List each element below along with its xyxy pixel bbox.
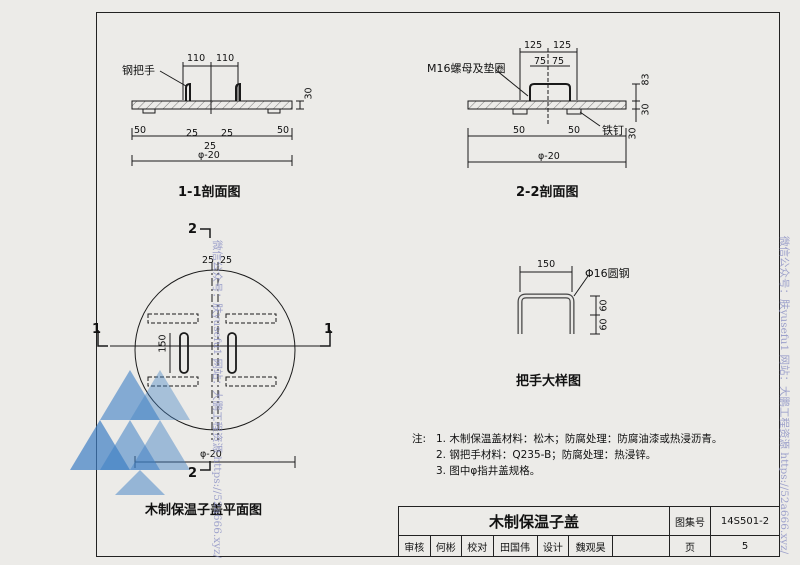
watermark-logo bbox=[70, 370, 190, 495]
handle-detail-title: 把手大样图 bbox=[516, 374, 582, 389]
plan-mark-1-left: 1 bbox=[92, 322, 102, 337]
notes-prefix: 注: bbox=[412, 433, 427, 445]
nail-label: 铁钉 bbox=[602, 124, 624, 137]
section-2-2-drawing bbox=[467, 48, 640, 168]
dim-gap-center: 25 bbox=[204, 141, 217, 152]
handle-label: 钢把手 bbox=[122, 64, 155, 77]
plan-dim-150: 150 bbox=[157, 334, 169, 353]
dim-2-thickness: 30 bbox=[640, 103, 652, 116]
rod-label: Φ16圆钢 bbox=[585, 267, 630, 280]
dim-2-top-left: 125 bbox=[524, 40, 543, 51]
atlas-label: 图集号 bbox=[669, 506, 711, 536]
dim-right: 50 bbox=[277, 125, 290, 136]
plan-dim-left: 25 bbox=[202, 255, 215, 266]
drawing-frame bbox=[96, 12, 780, 557]
dim-2-inner-left: 75 bbox=[534, 56, 547, 67]
detail-dim-width: 150 bbox=[537, 259, 556, 270]
plan-diameter: φ-20 bbox=[200, 449, 222, 460]
note-item: 1. 木制保温盖材料：松木；防腐处理：防腐油漆或热浸沥青。 bbox=[436, 433, 723, 445]
section-1-1-drawing bbox=[131, 62, 304, 166]
section-1-1-title: 1-1剖面图 bbox=[178, 185, 241, 200]
note-item: 2. 钢把手材料：Q235-B；防腐处理：热浸锌。 bbox=[436, 449, 657, 461]
plan-mark-2-bottom: 2 bbox=[188, 466, 198, 481]
handle-detail-drawing bbox=[517, 266, 600, 335]
title-block: 木制保温子盖 图集号 14S501-2 审核 何彬 校对 田国伟 设计 魏观昊 … bbox=[398, 506, 780, 557]
designer: 魏观昊 bbox=[568, 535, 614, 557]
diameter-1-1: φ-20 bbox=[198, 150, 220, 161]
dim-2-right: 50 bbox=[568, 125, 581, 136]
drawing-title: 木制保温子盖 bbox=[398, 506, 670, 536]
dim-2-inner-right: 75 bbox=[552, 56, 565, 67]
review-label: 审核 bbox=[398, 535, 431, 557]
plan-view-drawing bbox=[97, 228, 331, 471]
checker: 田国伟 bbox=[492, 535, 538, 557]
page-number: 5 bbox=[710, 535, 780, 557]
check-label: 校对 bbox=[461, 535, 494, 557]
dim-top-left: 110 bbox=[187, 53, 206, 64]
plan-title: 木制保温子盖平面图 bbox=[145, 503, 263, 518]
reviewer: 何彬 bbox=[429, 535, 462, 557]
section-2-2-title: 2-2剖面图 bbox=[516, 185, 579, 200]
diameter-2-2: φ-20 bbox=[538, 151, 560, 162]
dim-top-right: 110 bbox=[216, 53, 235, 64]
dim-2-left: 50 bbox=[513, 125, 526, 136]
page-label: 页 bbox=[669, 535, 711, 557]
dim-gap-right: 25 bbox=[221, 128, 234, 139]
dim-thickness: 30 bbox=[303, 87, 315, 100]
plan-dim-right: 25 bbox=[220, 255, 233, 266]
detail-dim-upper: 60 bbox=[598, 299, 610, 312]
dim-left: 50 bbox=[134, 125, 147, 136]
atlas-number: 14S501-2 bbox=[710, 506, 780, 536]
design-label: 设计 bbox=[536, 535, 570, 557]
plan-mark-1-right: 1 bbox=[324, 322, 334, 337]
watermark-left: 微信公众号：肤yusefu1 网站：大鹏工程资源 https://52a666.… bbox=[211, 240, 223, 559]
dim-2-top-right: 125 bbox=[553, 40, 572, 51]
note-item: 3. 图中φ指井盖规格。 bbox=[436, 465, 541, 477]
dim-gap-left: 25 bbox=[186, 128, 199, 139]
dim-2-height-upper: 83 bbox=[640, 73, 652, 86]
bolt-label: M16螺母及垫圈 bbox=[427, 62, 506, 75]
dim-2-thickness-lower: 30 bbox=[627, 127, 639, 140]
plan-mark-2-top: 2 bbox=[188, 222, 198, 237]
detail-dim-lower: 60 bbox=[598, 318, 610, 331]
